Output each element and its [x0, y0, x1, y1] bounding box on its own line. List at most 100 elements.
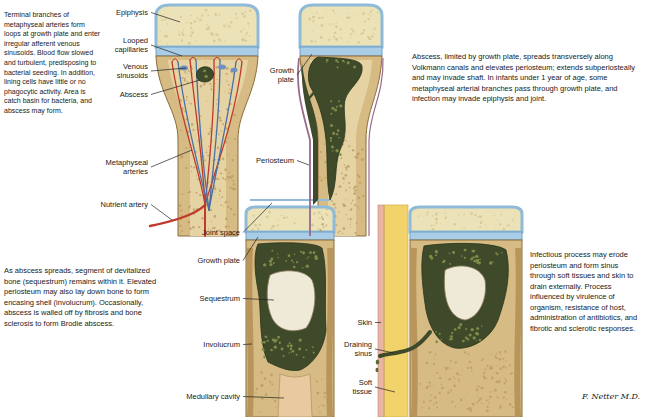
part-label: Abscess	[104, 90, 148, 99]
bone-speckle	[245, 40, 247, 42]
bone-speckle	[213, 40, 216, 43]
bone-speckle	[266, 216, 269, 219]
bone-speckle	[228, 179, 229, 180]
bone-speckle	[182, 33, 185, 36]
leader-line	[375, 387, 395, 392]
bone-speckle	[265, 394, 267, 396]
bone-speckle	[214, 215, 217, 218]
bone-speckle	[302, 225, 303, 226]
bone-speckle	[470, 366, 473, 369]
pus-spot	[476, 333, 479, 336]
bone-speckle	[460, 399, 463, 402]
pus-spot	[331, 107, 334, 110]
pus-spot	[473, 256, 475, 258]
bone-speckle	[234, 180, 236, 182]
bone-speckle	[219, 41, 220, 42]
bone-speckle	[272, 390, 273, 391]
bone-speckle	[217, 178, 219, 180]
bone-speckle	[494, 389, 497, 392]
bone-speckle	[459, 381, 460, 382]
bone-speckle	[356, 222, 358, 224]
vein	[196, 60, 209, 210]
involucrum-shell	[413, 248, 415, 417]
bone-speckle	[230, 208, 232, 210]
bone-shaft	[246, 240, 334, 417]
pus-spot	[271, 250, 273, 252]
pus-spot	[326, 59, 328, 61]
bone-speckle	[230, 177, 232, 179]
bone-speckle	[184, 79, 185, 80]
vein	[209, 62, 236, 210]
bone-speckle	[357, 186, 358, 187]
bone-speckle	[345, 166, 348, 169]
bone-speckle	[418, 215, 419, 216]
abscesses	[196, 57, 518, 417]
bone-speckle	[218, 179, 219, 180]
bone-speckle	[186, 99, 188, 101]
bone-speckle	[445, 367, 447, 369]
bone-speckle	[362, 12, 365, 15]
pus-spot	[435, 340, 438, 343]
bone-speckle	[421, 407, 422, 408]
pus-spot	[479, 339, 481, 341]
pus-spot	[476, 327, 479, 330]
bone-speckle	[219, 194, 221, 196]
bone-speckle	[358, 189, 359, 190]
pus-spot	[330, 124, 333, 127]
bone-speckle	[502, 228, 505, 231]
bone-speckle	[189, 102, 190, 103]
bone-speckle	[328, 39, 330, 41]
bone-speckle	[359, 208, 360, 209]
bone-speckle	[320, 36, 323, 39]
epiphysis-shape	[300, 5, 382, 47]
bone-speckle	[320, 151, 322, 153]
bone-speckle	[335, 25, 338, 28]
pus-spot	[353, 65, 356, 68]
bone-speckle	[159, 30, 160, 31]
bone-speckle	[261, 397, 264, 400]
bone-speckle	[181, 77, 183, 79]
part-label: Involucrum	[190, 340, 240, 349]
bone-speckle	[183, 29, 185, 31]
bone-speckle	[329, 23, 331, 25]
medullary-cavity-shape	[278, 374, 312, 417]
bone-speckle	[370, 11, 372, 13]
bone-speckle	[499, 223, 501, 225]
bone-speckle	[206, 28, 208, 30]
bone-speckle	[344, 174, 347, 177]
pus-spot	[287, 345, 289, 347]
bone-speckle	[210, 128, 212, 130]
bone-speckle	[257, 227, 259, 229]
pus-spot	[263, 263, 266, 266]
bone-speckle	[245, 11, 247, 13]
pus-spot	[294, 254, 295, 255]
bone-speckle	[481, 220, 482, 221]
bone-speckle	[372, 9, 373, 10]
bone-speckle	[356, 153, 359, 156]
bone-speckle	[188, 191, 190, 193]
bone-speckle	[190, 205, 192, 207]
bone-speckle	[419, 383, 421, 385]
bone-speckle	[509, 364, 511, 366]
bone-speckle	[434, 396, 436, 398]
pus-spot	[472, 250, 475, 253]
bone-speckle	[318, 406, 320, 408]
bone-speckle	[351, 28, 353, 30]
bone-speckle	[344, 164, 346, 166]
bone-speckle	[319, 176, 321, 178]
bone-speckle	[485, 224, 486, 225]
bone-speckle	[226, 108, 228, 110]
bone-speckle	[180, 209, 182, 211]
bone-speckle	[325, 213, 327, 215]
bone-speckle	[313, 212, 316, 215]
bone-speckle	[293, 222, 295, 224]
bone-speckle	[207, 24, 208, 25]
bone-speckle	[505, 380, 507, 382]
bone-speckle	[201, 15, 203, 17]
bone-speckle	[450, 389, 452, 391]
nutrient-artery	[150, 205, 205, 226]
bone-speckle	[435, 401, 437, 403]
skin-layer	[378, 205, 384, 417]
bone-speckle	[281, 215, 283, 217]
bone-speckle	[241, 13, 243, 15]
